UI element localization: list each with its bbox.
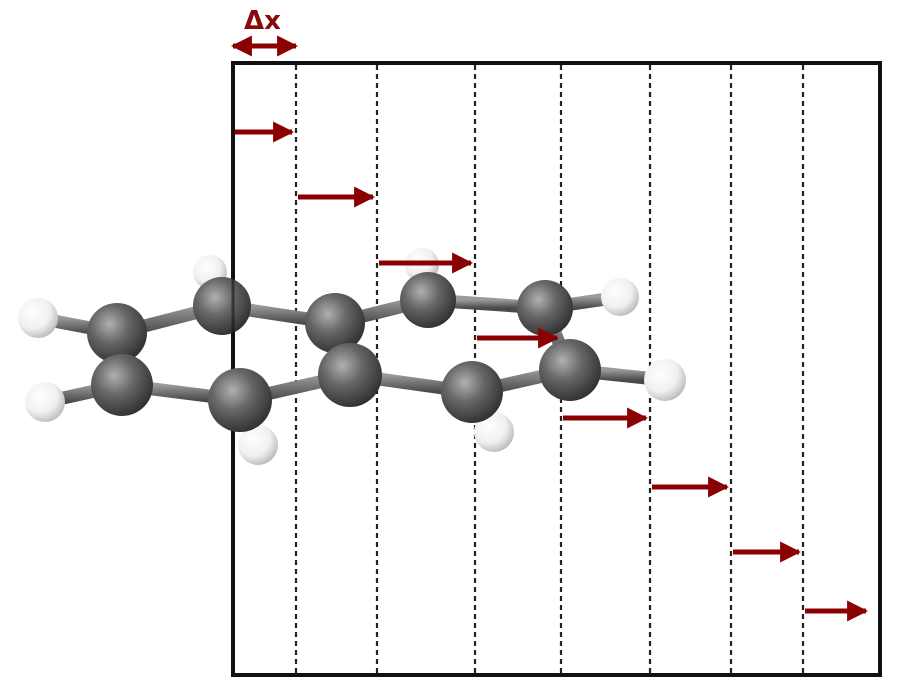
carbon-atom — [400, 272, 456, 328]
carbon-atom — [305, 293, 365, 353]
carbon-atom — [441, 361, 503, 423]
carbon-atom — [318, 343, 382, 407]
carbon-atom — [87, 303, 147, 363]
carbon-atom — [193, 277, 251, 335]
carbon-atom — [517, 280, 573, 336]
carbon-atom — [91, 354, 153, 416]
hydrogen-atom — [644, 359, 686, 401]
step-arrows — [235, 121, 869, 622]
hydrogen-atom — [601, 278, 639, 316]
dashed-slices — [294, 65, 805, 675]
hydrogen-atoms — [18, 248, 686, 465]
carbon-atom — [539, 339, 601, 401]
hydrogen-atom — [18, 298, 58, 338]
delta-x-label: Δx — [244, 6, 281, 36]
carbon-atom — [208, 368, 272, 432]
hydrogen-atom — [238, 425, 278, 465]
hydrogen-atom — [25, 382, 65, 422]
carbon-atoms — [87, 272, 601, 432]
hydrogen-atom — [474, 412, 514, 452]
